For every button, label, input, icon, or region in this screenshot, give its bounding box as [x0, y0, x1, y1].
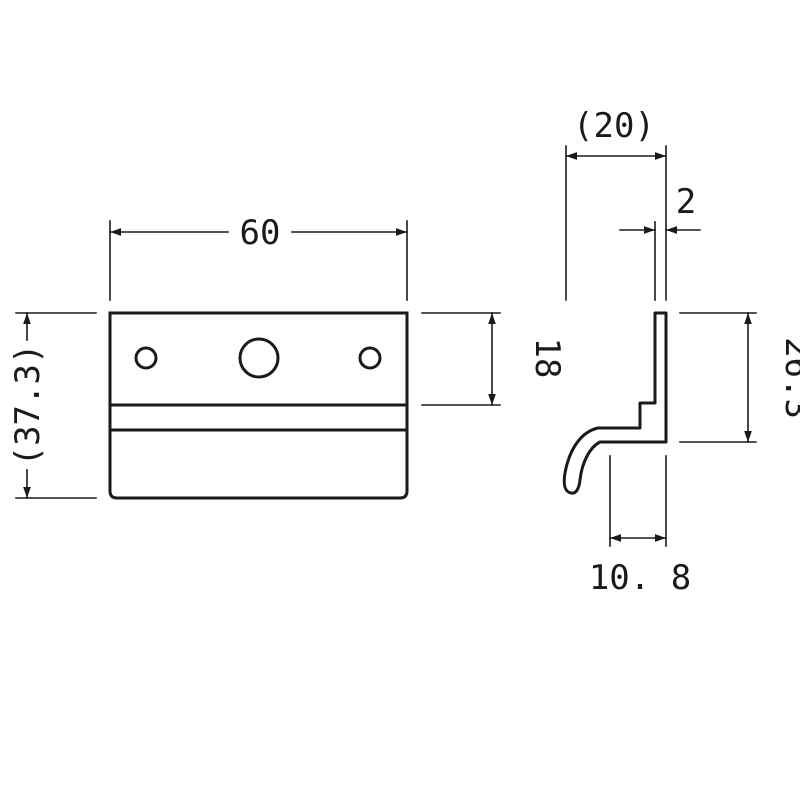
dim-front-hole-row-height-label: 18 [527, 338, 567, 379]
front-plate-outline [108, 311, 409, 500]
dim-side-depth-overall-label: (20) [573, 106, 655, 146]
dim-side-hook-depth: 10. 8 [589, 455, 691, 598]
dim-side-depth-overall: (20) [565, 106, 667, 301]
side-profile-outline [562, 311, 668, 495]
dim-front-height-overall: (37.3) [8, 312, 97, 499]
dim-side-hook-depth-label: 10. 8 [589, 558, 691, 598]
dim-side-height-label: 26.3 [777, 337, 800, 419]
dim-front-height-overall-label: (37.3) [8, 344, 48, 467]
mounting-hole-center [238, 337, 280, 379]
front-view: 60 (37.3) 18 [8, 213, 567, 500]
side-view: (20) 2 26.3 10. 8 [562, 106, 800, 598]
dim-side-thickness-label: 2 [676, 182, 696, 222]
dim-front-width: 60 [109, 213, 408, 301]
dim-side-thickness: 2 [619, 182, 701, 301]
mounting-hole-left [134, 346, 158, 370]
dim-side-height: 26.3 [679, 312, 800, 443]
dim-front-width-label: 60 [240, 213, 281, 253]
dim-front-hole-row-height: 18 [421, 312, 567, 406]
mounting-hole-right [358, 346, 382, 370]
